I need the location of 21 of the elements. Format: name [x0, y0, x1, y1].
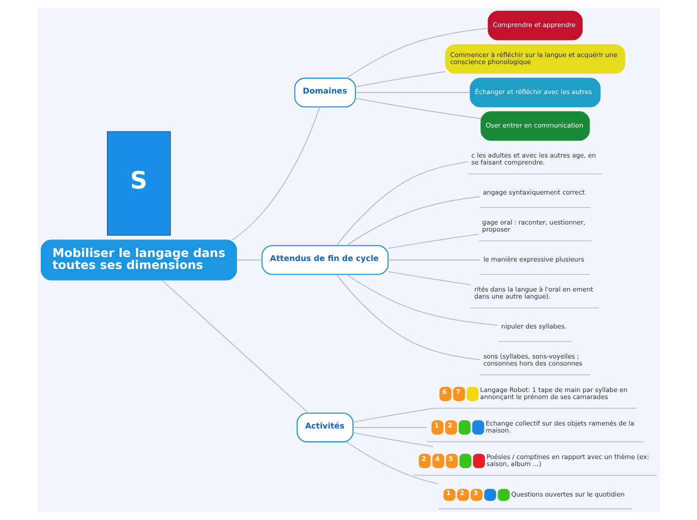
connector	[354, 98, 481, 120]
connector	[160, 280, 308, 414]
node-box: Attendus de fin de cycle	[261, 245, 388, 275]
connector	[352, 432, 434, 448]
connector	[354, 92, 470, 94]
connector	[336, 274, 480, 360]
connector	[387, 234, 479, 249]
connector	[387, 271, 471, 286]
connector	[354, 71, 446, 88]
connector	[345, 196, 480, 246]
connector	[345, 442, 438, 484]
node-box: Mobiliser le langage dans toutes ses dimensions	[40, 240, 236, 280]
connector	[352, 408, 434, 423]
connector	[352, 426, 427, 428]
node-box: Activités	[296, 412, 353, 442]
connector	[345, 274, 498, 326]
connector	[345, 28, 488, 78]
connector	[336, 161, 468, 246]
node-box: S	[106, 131, 170, 236]
connector	[231, 106, 320, 240]
node-box: Domaines	[294, 78, 356, 108]
